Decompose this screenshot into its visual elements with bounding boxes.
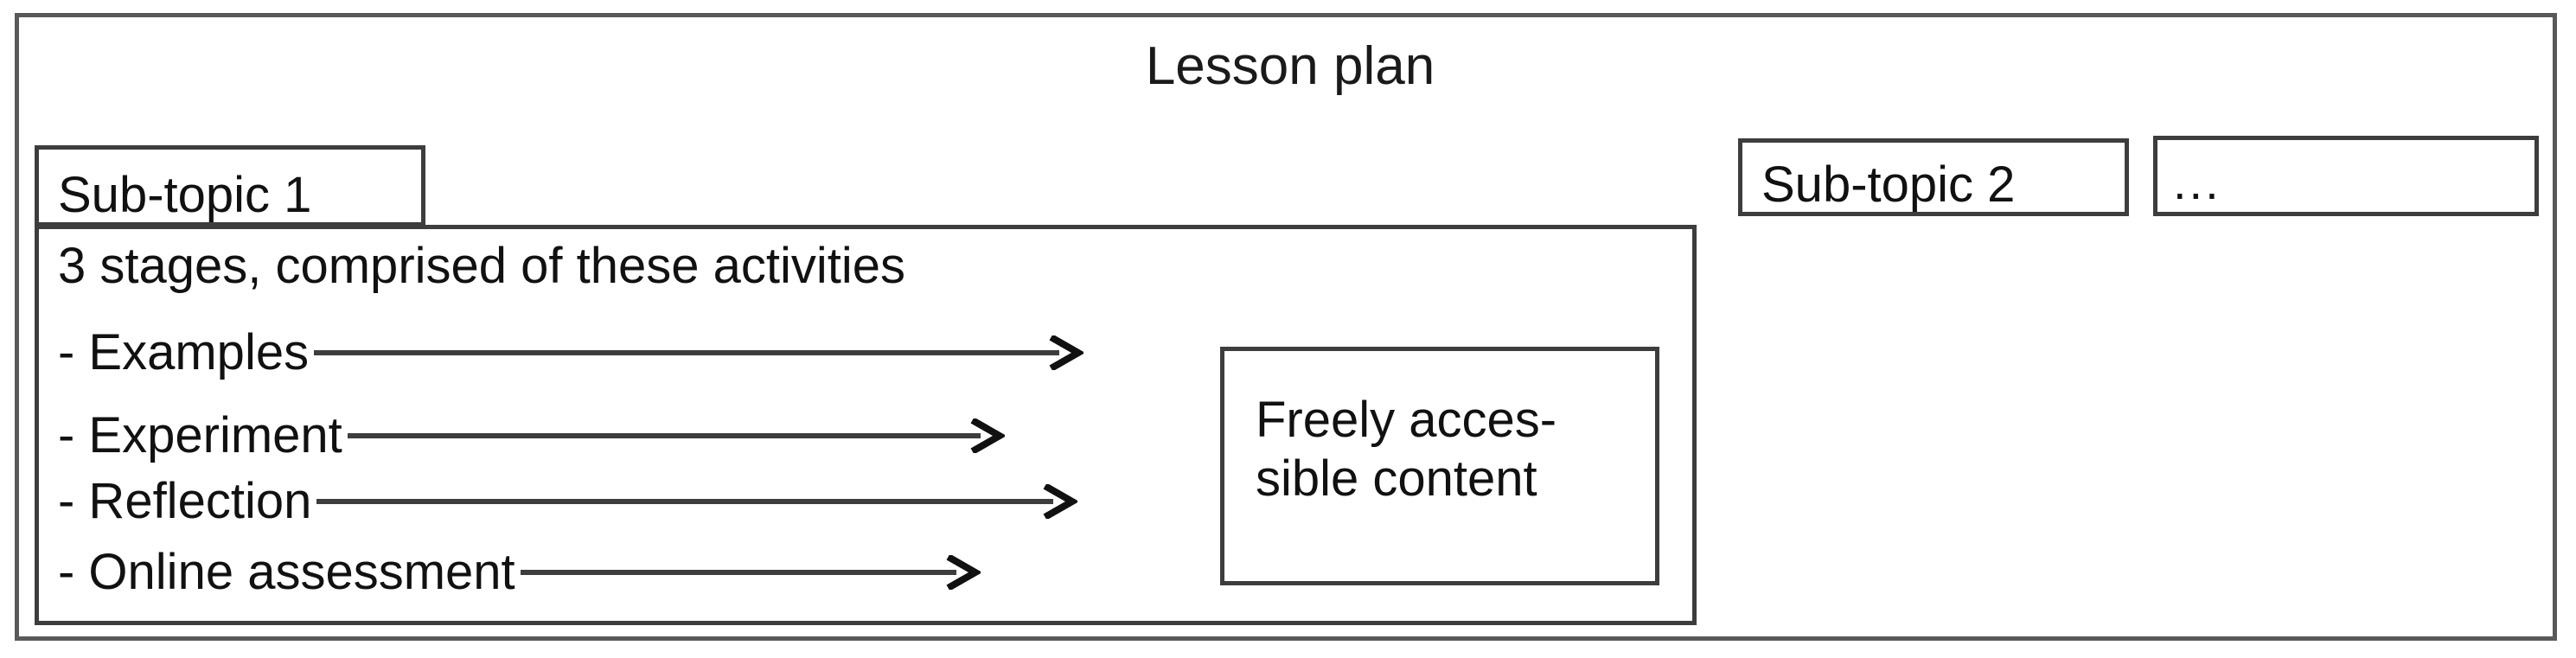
lesson-plan-frame: Lesson plan Sub-topic 1 Sub-topic 2 ... …	[15, 13, 2557, 641]
arrow-right-icon	[520, 555, 981, 590]
tab-more[interactable]: ...	[2153, 136, 2539, 216]
arrow-right-icon	[314, 335, 1084, 370]
activity-label: - Experiment	[58, 407, 342, 463]
tab-sub-topic-2-label: Sub-topic 2	[1761, 157, 2016, 213]
tab-sub-topic-1[interactable]: Sub-topic 1	[35, 145, 425, 227]
tab-sub-topic-1-label: Sub-topic 1	[58, 167, 312, 223]
activity-label: - Examples	[58, 324, 310, 380]
arrow-right-icon	[316, 484, 1078, 519]
sub-topic-1-panel: 3 stages, comprised of these activities …	[35, 225, 1697, 625]
activity-row: - Experiment	[58, 404, 1005, 468]
activity-label: - Online assessment	[58, 544, 515, 600]
freely-accessible-content-label: Freely acces- sible content	[1256, 392, 1557, 508]
activity-row: - Online assessment	[58, 540, 981, 604]
tab-more-label: ...	[2173, 155, 2221, 209]
activity-label: - Reflection	[58, 473, 312, 529]
panel-heading: 3 stages, comprised of these activities	[58, 238, 906, 294]
tab-sub-topic-2[interactable]: Sub-topic 2	[1738, 138, 2129, 216]
freely-accessible-content-box: Freely acces- sible content	[1220, 347, 1659, 585]
arrow-right-icon	[347, 418, 1005, 453]
activity-row: - Reflection	[58, 470, 1078, 533]
activity-row: - Examples	[58, 321, 1084, 385]
page-title: Lesson plan	[1145, 36, 1435, 96]
